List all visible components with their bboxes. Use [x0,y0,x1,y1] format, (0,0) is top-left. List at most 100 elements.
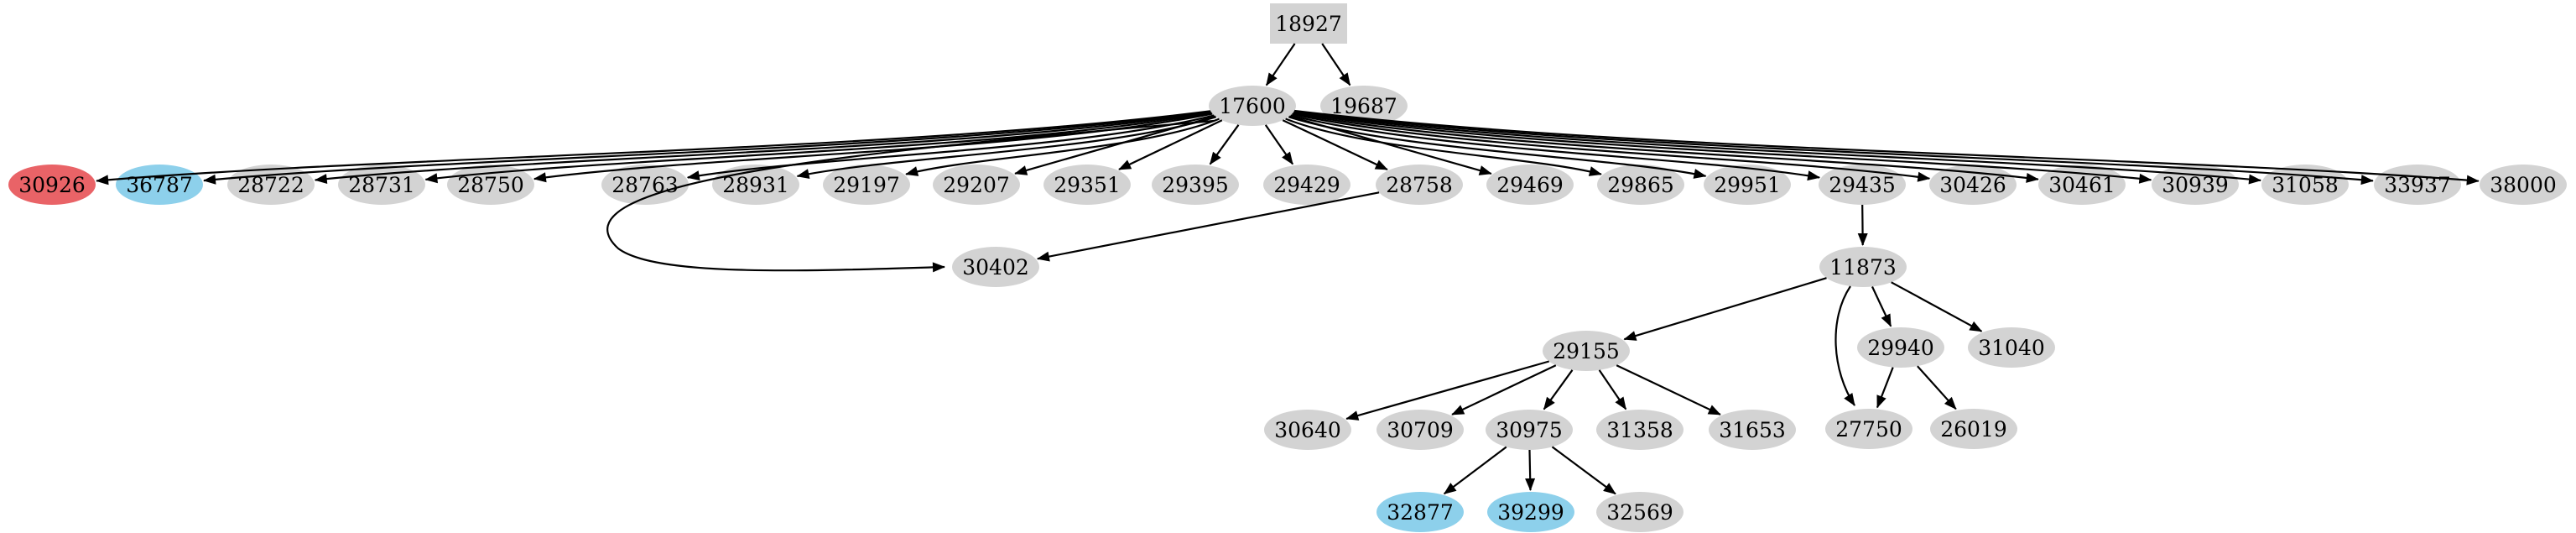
node-31653: 31653 [1709,410,1796,450]
edge-17600-to-29435 [1290,114,1821,181]
node-ellipse [1376,492,1464,532]
node-label: 29155 [1553,339,1620,363]
edge-17600-to-28763 [686,114,1215,181]
node-ellipse [1043,165,1131,205]
node-label: 29395 [1162,173,1229,197]
node-label: 31040 [1978,336,2045,360]
node-label: 28763 [611,173,679,197]
edge-17600-to-29951 [1288,116,1707,179]
node-29435: 29435 [1819,165,1906,205]
node-38000: 38000 [2480,165,2567,205]
edge-29940-to-27750 [1876,367,1894,409]
node-ellipse [1486,165,1574,205]
node-ellipse [823,165,910,205]
edge-30975-to-32877 [1443,446,1507,495]
node-label: 39299 [1497,500,1564,525]
node-26019: 26019 [1930,409,2017,449]
node-label: 30926 [18,173,86,197]
node-29429: 29429 [1263,165,1350,205]
edge-29155-to-30975 [1543,369,1574,410]
node-11873: 11873 [1819,247,1907,287]
edge-30975-to-39299 [1525,449,1536,491]
edge-17600-to-31058 [1293,111,2262,185]
node-ellipse [952,247,1039,287]
edge-29940-to-26019 [1917,365,1957,410]
node-label: 30402 [962,255,1029,280]
node-ellipse [338,165,425,205]
node-label: 29940 [1867,336,1934,360]
node-label: 29865 [1607,173,1674,197]
edge-29155-to-30640 [1345,360,1550,421]
edge-17600-to-29395 [1209,124,1240,165]
edge-17600-to-30426 [1292,112,1931,182]
node-ellipse [1263,165,1350,205]
node-label: 28750 [457,173,524,197]
edge-18927-to-17600 [1265,43,1296,86]
node-ellipse [1819,247,1907,287]
node-ellipse [1597,165,1684,205]
node-ellipse [1264,410,1351,450]
node-label: 32877 [1387,500,1454,525]
node-ellipse [601,165,689,205]
node-ellipse [1857,327,1944,368]
node-30709: 30709 [1376,410,1464,450]
edge-17600-to-30402 [606,119,1215,273]
node-29197: 29197 [823,165,910,205]
node-box [1270,3,1347,44]
edge-17600-to-28758 [1282,119,1388,170]
node-ellipse [1596,492,1684,532]
node-label: 29951 [1714,173,1781,197]
edge-29155-to-30709 [1451,364,1557,415]
node-ellipse [1487,492,1574,532]
edge-18927-to-19687 [1321,43,1351,86]
edge-11873-to-29940 [1871,286,1892,327]
node-label: 29207 [943,173,1010,197]
node-ellipse [1596,410,1684,450]
node-17600: 17600 [1209,86,1296,126]
node-ellipse [1825,409,1912,449]
node-32877: 32877 [1376,492,1464,532]
node-label: 32569 [1606,500,1673,525]
node-29395: 29395 [1152,165,1239,205]
node-29951: 29951 [1704,165,1791,205]
edge-17600-to-38000 [1294,109,2480,186]
edge-17600-to-28931 [796,116,1217,179]
edge-30975-to-32569 [1551,446,1616,495]
node-ellipse [2152,165,2239,205]
node-label: 27750 [1835,417,1902,442]
node-ellipse [1486,410,1573,450]
edge-29155-to-31358 [1598,369,1627,410]
edge-17600-to-28722 [314,111,1211,185]
edge-17600-to-36787 [203,110,1211,185]
node-29940: 29940 [1857,327,1944,368]
edge-11873-to-31040 [1891,281,1983,332]
edge-17600-to-30926 [96,110,1211,186]
node-28758: 28758 [1376,165,1463,205]
edge-29435-to-11873 [1857,204,1868,246]
node-28731: 28731 [338,165,425,205]
node-ellipse [1709,410,1796,450]
node-label: 30461 [2048,173,2115,197]
node-30926: 30926 [8,165,96,205]
node-label: 19687 [1330,94,1397,118]
node-ellipse [1543,331,1630,371]
node-28763: 28763 [601,165,689,205]
node-ellipse [1376,410,1464,450]
node-31358: 31358 [1596,410,1684,450]
node-36787: 36787 [116,165,203,205]
edge-17600-to-29197 [905,118,1220,176]
node-label: 38000 [2490,173,2557,197]
node-30402: 30402 [952,247,1039,287]
node-29351: 29351 [1043,165,1131,205]
node-27750: 27750 [1825,409,1912,449]
node-ellipse [933,165,1020,205]
node-ellipse [8,165,96,205]
node-label: 17600 [1219,94,1286,118]
node-label: 29351 [1054,173,1121,197]
node-32569: 32569 [1596,492,1684,532]
edge-17600-to-29429 [1264,124,1294,165]
node-29469: 29469 [1486,165,1574,205]
